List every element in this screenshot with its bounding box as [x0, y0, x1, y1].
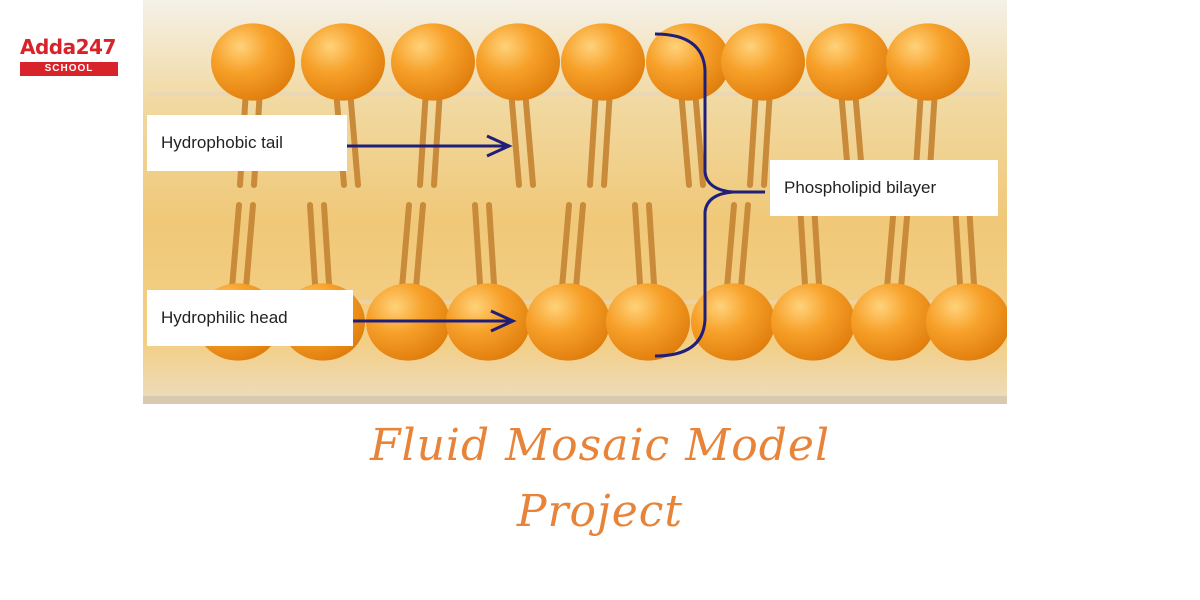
lipid-head — [301, 23, 385, 101]
lipid-head — [851, 283, 935, 361]
lipid-head — [561, 23, 645, 101]
lipid-tail — [692, 87, 706, 188]
lipid-tail — [761, 87, 773, 188]
logo-text: Adda247 — [20, 35, 116, 59]
lipid-tail — [678, 87, 692, 188]
lipid-head — [691, 283, 775, 361]
lipid-tail — [431, 87, 443, 188]
lipid-tail — [508, 87, 522, 188]
lipid-tail — [522, 87, 536, 188]
tail-arrowhead — [486, 134, 513, 158]
lipid-head — [476, 23, 560, 101]
lipid-head — [646, 23, 730, 101]
lipid-head — [771, 283, 855, 361]
lipid-head — [721, 23, 805, 101]
lipid-tail — [601, 87, 613, 188]
caption-line-1: Fluid Mosaic Model — [369, 420, 831, 471]
head-arrowhead — [490, 309, 517, 333]
lipid-head — [211, 23, 295, 101]
lipid-head — [886, 23, 970, 101]
lipid-head — [606, 283, 690, 361]
phospholipid-bilayer-text: Phospholipid bilayer — [784, 178, 937, 197]
logo-badge: SCHOOL — [20, 62, 118, 76]
lipid-tail — [587, 87, 599, 188]
lipid-tail — [747, 87, 759, 188]
hydrophilic-head-label: Hydrophilic head — [147, 290, 353, 346]
lipid-head — [806, 23, 890, 101]
lipid-head — [926, 283, 1007, 361]
lipid-tail — [347, 87, 361, 188]
lipid-tail — [417, 87, 429, 188]
lipid-head — [391, 23, 475, 101]
caption-line-2: Project — [516, 486, 684, 537]
lipid-head — [526, 283, 610, 361]
hydrophilic-head-text: Hydrophilic head — [161, 308, 288, 327]
adda247-logo: Adda247 SCHOOL — [20, 34, 120, 78]
phospholipid-bilayer-label: Phospholipid bilayer — [770, 160, 998, 216]
hydrophobic-tail-label: Hydrophobic tail — [147, 115, 347, 171]
hydrophobic-tail-text: Hydrophobic tail — [161, 133, 283, 152]
